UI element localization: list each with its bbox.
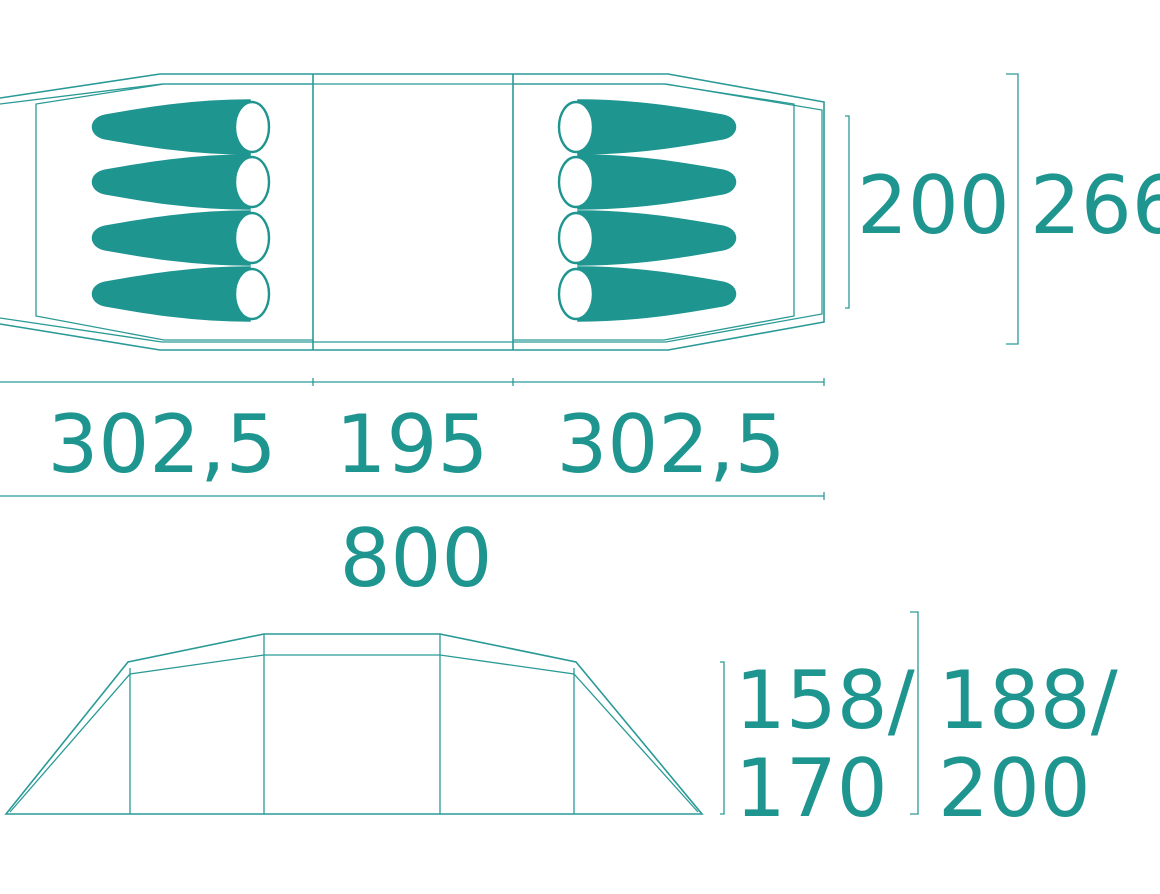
right-sleeping-bag-2 [557, 154, 737, 210]
outer-width-bracket [1006, 73, 1019, 345]
sleeping-bag-head [557, 100, 595, 154]
sleeping-bag-body [91, 266, 251, 322]
sleeping-bag-head [233, 211, 271, 265]
left-room-length-label: 302,5 [47, 398, 276, 491]
outer-height-label-line1: 188/ [938, 654, 1118, 747]
right-sleeping-bags [557, 99, 737, 322]
sleeping-bag-body [577, 210, 737, 266]
side-inner-outline [9, 654, 699, 813]
height-dimensions: 158/ 170 188/ 200 [720, 611, 1118, 835]
sleeping-bag-head [557, 267, 595, 321]
outer-width-label: 266 [1030, 159, 1160, 252]
sleeping-bag-body [91, 154, 251, 210]
total-length-label: 800 [340, 512, 493, 605]
inner-height-bracket [720, 661, 725, 815]
tent-floor-plan [0, 73, 825, 351]
sleeping-bag-body [577, 154, 737, 210]
left-sleeping-bag-1 [91, 99, 271, 155]
sleeping-bag-head [557, 155, 595, 209]
left-sleeping-bag-3 [91, 210, 271, 266]
right-sleeping-bag-1 [557, 99, 737, 155]
outer-height-bracket [910, 611, 919, 815]
sleeping-bag-body [577, 266, 737, 322]
right-sleeping-bag-4 [557, 266, 737, 322]
inner-height-label-line2: 170 [735, 742, 888, 835]
sleeping-bag-head [233, 155, 271, 209]
right-bedroom-outline [513, 83, 795, 341]
tent-outer-outline [0, 73, 825, 351]
sleeping-bag-head [233, 100, 271, 154]
tent-side-elevation [4, 633, 704, 815]
length-dimensions: 302,5 195 302,5 800 [0, 378, 825, 605]
right-room-length-label: 302,5 [556, 398, 785, 491]
left-sleeping-bag-4 [91, 266, 271, 322]
sleeping-bag-head [233, 267, 271, 321]
width-dimensions: 200 266 [845, 73, 1160, 345]
sleeping-bag-head [557, 211, 595, 265]
center-room-length-label: 195 [336, 398, 489, 491]
right-sleeping-bag-3 [557, 210, 737, 266]
sleeping-bag-body [91, 210, 251, 266]
inner-width-label: 200 [857, 159, 1010, 252]
outer-height-label-line2: 200 [938, 742, 1091, 835]
left-sleeping-bags [91, 99, 271, 322]
left-sleeping-bag-2 [91, 154, 271, 210]
inner-width-bracket [845, 115, 850, 309]
sleeping-bag-body [577, 99, 737, 155]
left-bedroom-outline [35, 83, 313, 341]
side-outer-outline [4, 633, 704, 815]
inner-height-label-line1: 158/ [735, 654, 915, 747]
sleeping-bag-body [91, 99, 251, 155]
